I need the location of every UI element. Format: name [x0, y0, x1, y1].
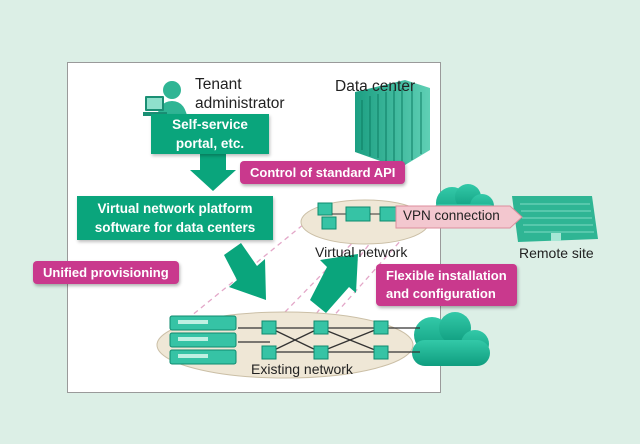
flexible-installation-tag: Flexible installation and configuration — [376, 264, 517, 306]
building-icon — [512, 196, 598, 242]
arrow-icon — [190, 149, 236, 191]
switch-icon — [317, 202, 397, 230]
vpn-pipe — [395, 205, 523, 229]
virtual-network-label: Virtual network — [315, 244, 408, 260]
remote-site-label: Remote site — [519, 245, 594, 261]
server-icon — [169, 315, 237, 365]
arrow-icon — [310, 254, 358, 313]
self-service-portal-box: Self-service portal, etc. — [151, 114, 269, 154]
unified-provisioning-tag: Unified provisioning — [33, 261, 179, 284]
standard-api-tag: Control of standard API — [240, 161, 406, 184]
router-icon — [238, 320, 420, 360]
cloud-icon — [412, 312, 490, 366]
tenant-administrator-label: Tenant administrator — [195, 76, 285, 112]
arrow-icon — [224, 243, 266, 300]
existing-network-label: Existing network — [251, 361, 353, 377]
virtual-network-platform-box: Virtual network platform software for da… — [77, 196, 273, 240]
vpn-connection-label: VPN connection — [403, 208, 500, 223]
building-icon — [355, 80, 430, 168]
data-center-label: Data center — [335, 78, 416, 95]
